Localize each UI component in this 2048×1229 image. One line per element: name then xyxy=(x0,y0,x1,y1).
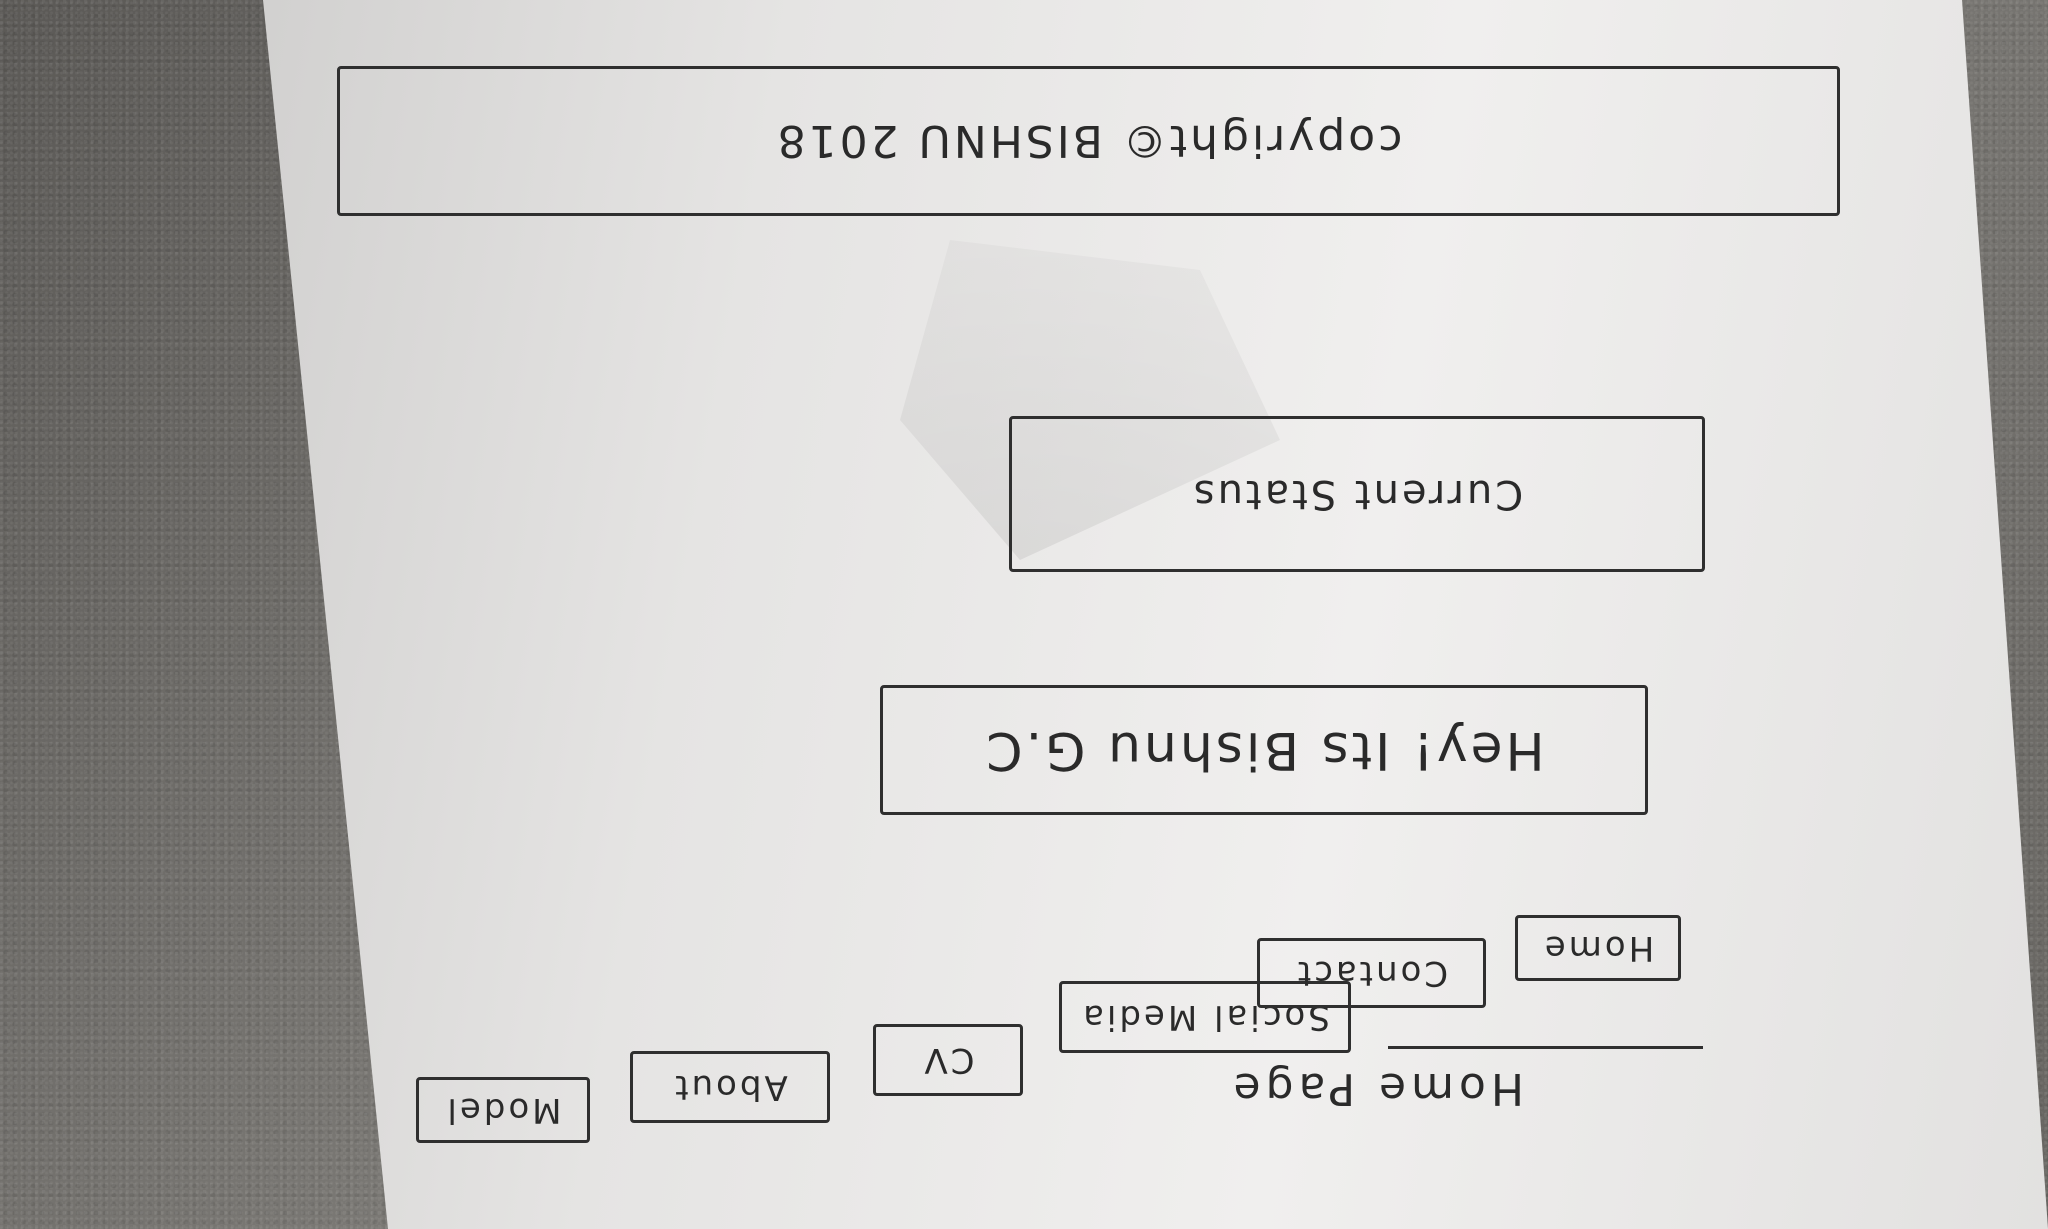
hero-banner: Hey! Its Bishnu G.C xyxy=(880,685,1648,815)
nav-about-button[interactable]: About xyxy=(630,1051,830,1123)
nav-home-button[interactable]: Home xyxy=(1515,915,1681,981)
nav-cv-button[interactable]: CV xyxy=(873,1024,1023,1096)
nav-model-button[interactable]: Model xyxy=(416,1077,590,1143)
page-title: Home Page xyxy=(1228,1063,1524,1114)
current-status-panel: Current Status xyxy=(1009,416,1705,572)
footer-bar: copyright© BISHNU 2018 xyxy=(337,66,1840,216)
nav-contact-button[interactable]: Contact xyxy=(1257,938,1486,1008)
page-title-underline xyxy=(1388,1046,1703,1049)
